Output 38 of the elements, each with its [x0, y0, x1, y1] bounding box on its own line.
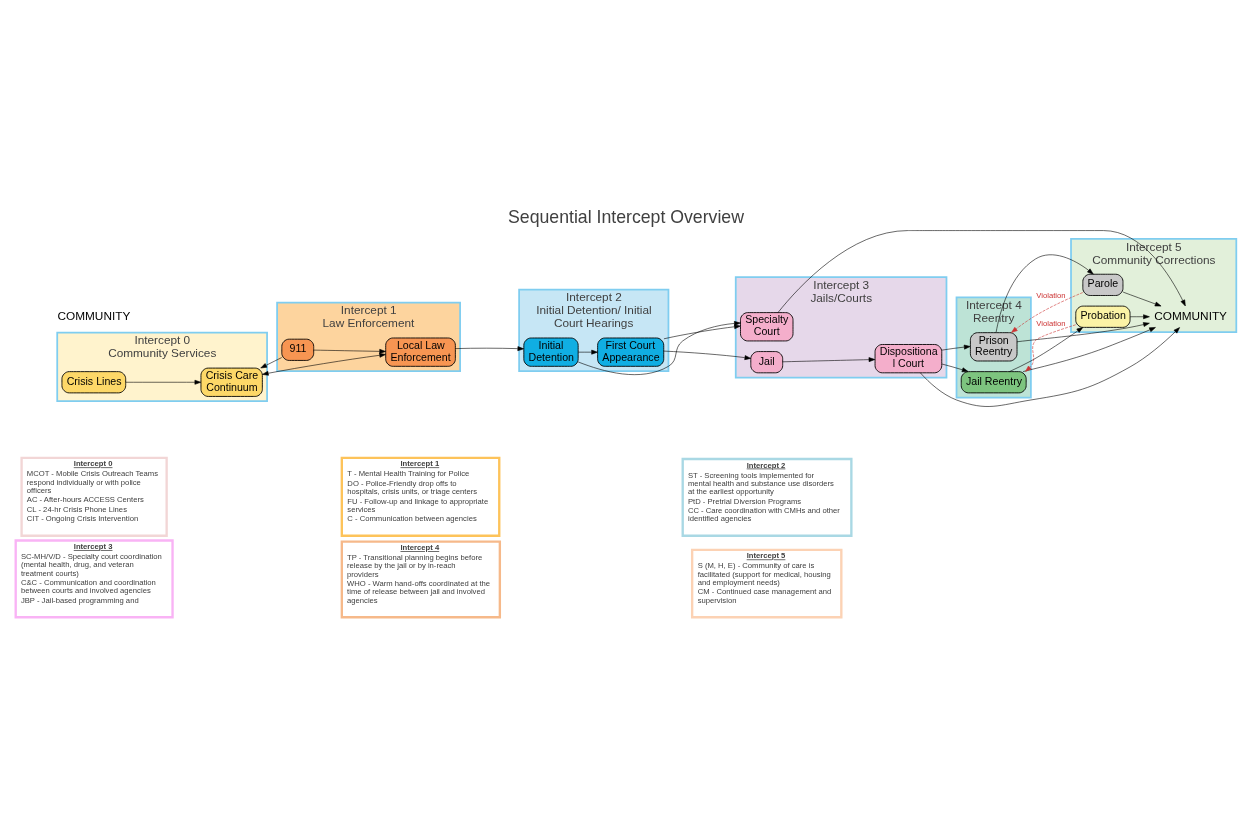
- node-box: Specialty Court: [740, 311, 794, 341]
- arrow: [1016, 321, 1150, 342]
- arrow: [1009, 326, 1084, 372]
- node-box: Jail Reentry: [960, 370, 1027, 393]
- arrow: [313, 348, 386, 354]
- arrow: [663, 323, 741, 339]
- node-box: Initial Detention: [523, 337, 579, 367]
- arrow: [125, 379, 202, 385]
- label: COMMUNITY: [57, 308, 131, 323]
- arrow: [663, 350, 752, 360]
- node-box: Dispositional Court: [874, 343, 943, 373]
- node-box: Crisis Lines: [61, 370, 127, 393]
- arrow: [1022, 326, 1156, 372]
- node-box: Prison Reentry: [969, 331, 1018, 361]
- node-box: First Court Appearance: [597, 337, 665, 367]
- arrow: [920, 326, 1180, 407]
- arrow: [1129, 313, 1150, 319]
- arrow: [995, 254, 1094, 333]
- node-box: Parole: [1082, 273, 1124, 296]
- arrow: [941, 363, 969, 372]
- arrow: [777, 229, 1186, 313]
- node-box: Crisis Care Continuum: [200, 367, 263, 397]
- node-box: Jail: [750, 350, 784, 373]
- node-box: Probation: [1075, 305, 1131, 328]
- node-box: 911: [281, 338, 315, 361]
- arrow: [1122, 291, 1162, 306]
- diagram-title: Sequential Intercept Overview: [508, 206, 744, 227]
- arrow: [782, 356, 876, 362]
- node-box: Local Law Enforcement: [385, 337, 456, 367]
- arrow: [262, 352, 386, 376]
- arrow: [260, 356, 283, 368]
- arrow: [455, 345, 525, 351]
- arrow: [941, 344, 971, 350]
- arrow: [1025, 323, 1077, 372]
- node-text: COMMUNITY: [1154, 308, 1228, 323]
- arrow: [1011, 291, 1084, 333]
- arrow: [577, 349, 598, 355]
- arrow: [577, 320, 741, 375]
